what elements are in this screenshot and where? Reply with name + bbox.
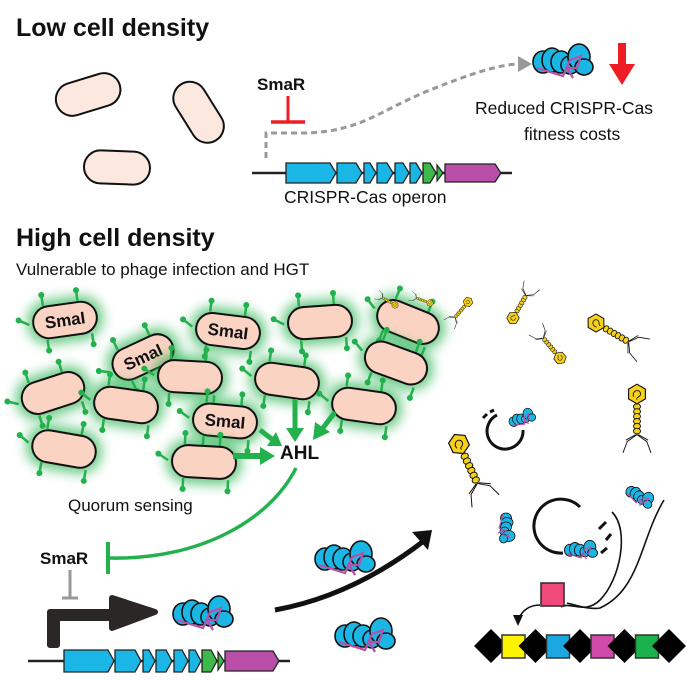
- crispr-array: [474, 629, 686, 663]
- cell: [16, 414, 102, 484]
- high-density-subtitle: Vulnerable to phage infection and HGT: [16, 260, 310, 279]
- promoter-arrow: [47, 595, 158, 648]
- cell: [239, 347, 325, 416]
- cell: SmaI: [180, 297, 266, 365]
- repeat-diamond: [563, 629, 597, 663]
- low-density-title: Low cell density: [16, 14, 210, 42]
- operon-label: CRISPR-Cas operon: [284, 187, 447, 207]
- outcome-line2: fitness costs: [524, 124, 621, 144]
- phage: [622, 383, 652, 453]
- cell: [172, 80, 225, 144]
- cas-complex: [314, 540, 376, 576]
- expression-arrow: [274, 538, 427, 613]
- smai-label: SmaI: [207, 320, 250, 344]
- cell: [78, 371, 164, 440]
- cell: SmaI: [15, 287, 103, 354]
- cas-complex: [497, 512, 516, 544]
- phage: [408, 290, 434, 307]
- cas-complex-low: [532, 43, 594, 79]
- grey-arrowhead: [518, 56, 532, 72]
- phage: [443, 297, 474, 330]
- smai-label: SmaI: [204, 410, 246, 432]
- quorum-sensing-repression: [109, 467, 298, 560]
- cas-complex: [334, 617, 396, 653]
- cell: [351, 326, 434, 401]
- cell: [54, 72, 122, 117]
- phage: [506, 280, 540, 324]
- outcome-line1: Reduced CRISPR-Cas: [475, 98, 653, 118]
- cas-complex: [172, 595, 234, 631]
- new-spacer: [540, 582, 565, 607]
- high-density-title: High cell density: [16, 224, 215, 252]
- plasmid: [532, 497, 582, 555]
- phage: [587, 313, 650, 362]
- quorum-sensing-label: Quorum sensing: [68, 496, 193, 515]
- phage: [447, 433, 500, 508]
- repeat-diamond: [518, 629, 553, 663]
- plasmid: [485, 413, 525, 451]
- cell: [141, 344, 228, 410]
- phage: [528, 323, 567, 365]
- ahl-arrows: [233, 399, 337, 465]
- repeat-diamond: [474, 629, 508, 663]
- cas-complex: [625, 485, 655, 509]
- cas-complexes-high: [172, 407, 655, 653]
- dotted-expression-arrow: [264, 62, 521, 158]
- red-down-arrow: [609, 43, 635, 85]
- phage: [374, 290, 399, 309]
- cell: [270, 290, 358, 355]
- cell: SmaI: [176, 388, 263, 455]
- cell: [82, 149, 151, 186]
- cas-complex: [564, 539, 598, 560]
- ahl-label: AHL: [280, 443, 320, 464]
- phages: [374, 280, 652, 508]
- cell: [316, 372, 402, 441]
- cas-complex: [508, 407, 537, 427]
- repeat-diamond: [607, 629, 642, 663]
- smar-label-high: SmaR: [40, 549, 89, 568]
- cell: [155, 429, 242, 495]
- repeat-diamond: [652, 629, 686, 663]
- smar-repression-low: [271, 96, 305, 124]
- crispr-cas-operon-low: [252, 162, 512, 184]
- plasmids: [481, 408, 613, 555]
- low-density-cells: [54, 72, 225, 186]
- cell: [364, 285, 445, 361]
- crispr-cas-operon-high: [28, 649, 290, 673]
- smar-label-low: SmaR: [257, 75, 306, 94]
